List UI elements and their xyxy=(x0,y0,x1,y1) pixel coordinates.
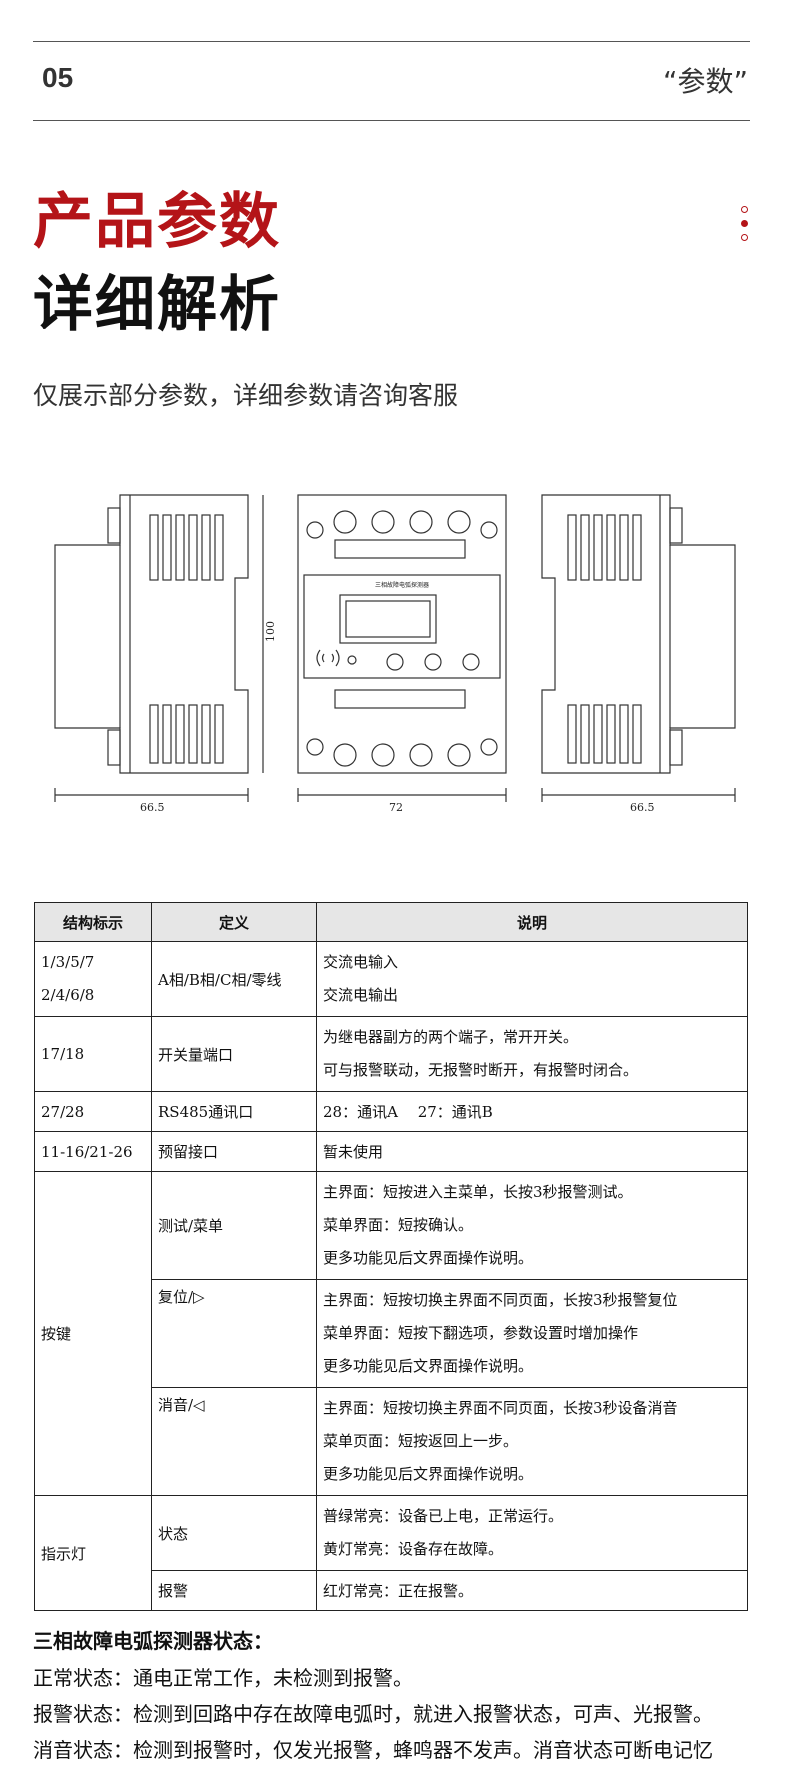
row-definition: 状态 xyxy=(151,1495,317,1571)
row-id: 1/3/5/7 2/4/6/8 xyxy=(34,941,152,1017)
table-header-row: 结构标示 定义 说明 xyxy=(34,902,748,942)
group-label-lights: 指示灯 xyxy=(34,1495,152,1611)
row-id-line: 1/3/5/7 xyxy=(41,953,95,971)
top-divider xyxy=(33,41,750,42)
dim-left-width: 66.5 xyxy=(140,801,165,814)
left-vent-top xyxy=(149,514,224,581)
pager-dots xyxy=(741,206,751,248)
right-vent-bottom xyxy=(567,704,642,764)
button-test-menu xyxy=(386,653,404,671)
left-side-view xyxy=(54,494,264,802)
status-line: 正常状态：通电正常工作，未检测到报警。 xyxy=(33,1666,413,1690)
table-row: 报警 红灯常亮：正在报警。 xyxy=(35,1570,748,1611)
status-line: 报警状态：检测到回路中存在故障电弧时，就进入报警状态，可声、光报警。 xyxy=(33,1702,713,1726)
left-vent-bottom xyxy=(149,704,224,764)
table-row: 11-16/21-26 预留接口 暂未使用 xyxy=(34,1131,748,1172)
row-description: 暂未使用 xyxy=(316,1131,748,1172)
column-header: 结构标示 xyxy=(34,902,152,942)
description-line: 主界面：短按切换主界面不同页面，长按3秒报警复位 xyxy=(323,1291,678,1309)
table-row: 17/18 开关量端口 为继电器副方的两个端子，常开开关。 可与报警联动，无报警… xyxy=(34,1016,748,1092)
front-panel-label: 三相故障电弧探测器 xyxy=(375,581,429,589)
product-drawings: 100 66.5 三相故障电弧探测器 72 xyxy=(54,494,736,814)
button-mute xyxy=(462,653,480,671)
row-id: 27/28 xyxy=(34,1091,152,1132)
row-description: 红灯常亮：正在报警。 xyxy=(316,1570,748,1611)
front-view xyxy=(297,494,507,802)
row-definition: A相/B相/C相/零线 xyxy=(151,941,317,1017)
row-description: 主界面：短按切换主界面不同页面，长按3秒设备消音 菜单页面：短按返回上一步。 更… xyxy=(316,1387,748,1496)
right-vent-top xyxy=(567,514,642,581)
status-section: 三相故障电弧探测器状态： 正常状态：通电正常工作，未检测到报警。 报警状态：检测… xyxy=(33,1625,713,1768)
table-row: 复位/▷ 主界面：短按切换主界面不同页面，长按3秒报警复位 菜单界面：短按下翻选… xyxy=(35,1279,748,1388)
dim-front-width: 72 xyxy=(389,801,403,814)
row-definition: 报警 xyxy=(151,1570,317,1611)
column-header: 说明 xyxy=(316,902,748,942)
description-line: 可与报警联动，无报警时断开，有报警时闭合。 xyxy=(323,1061,639,1079)
group-label-keys: 按键 xyxy=(34,1171,152,1496)
section-tag: “参数” xyxy=(662,65,748,98)
description-line: 交流电输出 xyxy=(323,986,399,1004)
title-black: 详细解析 xyxy=(33,270,281,340)
header-divider xyxy=(33,120,750,121)
description-line: 菜单页面：短按返回上一步。 xyxy=(323,1432,519,1450)
row-definition: 测试/菜单 xyxy=(151,1171,317,1280)
description-line: 菜单界面：短按确认。 xyxy=(323,1216,474,1234)
page-number: 05 xyxy=(42,62,74,93)
table-row: 消音/◁ 主界面：短按切换主界面不同页面，长按3秒设备消音 菜单页面：短按返回上… xyxy=(35,1387,748,1496)
status-title: 三相故障电弧探测器状态： xyxy=(33,1629,273,1653)
row-id: 17/18 xyxy=(34,1016,152,1092)
right-side-view xyxy=(541,494,736,802)
column-header: 定义 xyxy=(151,902,317,942)
row-id: 11-16/21-26 xyxy=(34,1131,152,1172)
description-line: 为继电器副方的两个端子，常开开关。 xyxy=(323,1028,579,1046)
description-line: 主界面：短按进入主菜单，长按3秒报警测试。 xyxy=(323,1183,633,1201)
row-description: 主界面：短按切换主界面不同页面，长按3秒报警复位 菜单界面：短按下翻选项，参数设… xyxy=(316,1279,748,1388)
subtitle: 仅展示部分参数，详细参数请咨询客服 xyxy=(33,381,459,410)
table-row: 1/3/5/7 2/4/6/8 A相/B相/C相/零线 交流电输入 交流电输出 xyxy=(34,941,748,1017)
row-definition: RS485通讯口 xyxy=(151,1091,317,1132)
pager-dot-active xyxy=(741,220,748,227)
description-line: 更多功能见后文界面操作说明。 xyxy=(323,1465,534,1483)
pager-dot xyxy=(741,206,748,213)
row-definition: 预留接口 xyxy=(151,1131,317,1172)
row-description: 普绿常亮：设备已上电，正常运行。 黄灯常亮：设备存在故障。 xyxy=(316,1495,748,1571)
row-definition: 复位/▷ xyxy=(151,1279,317,1388)
description-line: 普绿常亮：设备已上电，正常运行。 xyxy=(323,1507,564,1525)
description-line: 更多功能见后文界面操作说明。 xyxy=(323,1357,534,1375)
title-red: 产品参数 xyxy=(33,187,281,257)
description-line: 主界面：短按切换主界面不同页面，长按3秒设备消音 xyxy=(323,1399,678,1417)
table-row: 27/28 RS485通讯口 28：通讯A 27：通讯B xyxy=(34,1091,748,1132)
description-line: 黄灯常亮：设备存在故障。 xyxy=(323,1540,504,1558)
description-line: 菜单界面：短按下翻选项，参数设置时增加操作 xyxy=(323,1324,639,1342)
row-definition: 开关量端口 xyxy=(151,1016,317,1092)
row-description: 交流电输入 交流电输出 xyxy=(316,941,748,1017)
button-reset xyxy=(424,653,442,671)
lcd-screen xyxy=(339,594,437,644)
description-line: 交流电输入 xyxy=(323,953,399,971)
table-row: 按键 测试/菜单 主界面：短按进入主菜单，长按3秒报警测试。 菜单界面：短按确认… xyxy=(34,1171,748,1496)
row-id-line: 2/4/6/8 xyxy=(41,986,95,1004)
status-line: 消音状态：检测到报警时，仅发光报警，蜂鸣器不发声。消音状态可断电记忆 xyxy=(33,1738,713,1762)
description-line: 更多功能见后文界面操作说明。 xyxy=(323,1249,534,1267)
dim-height: 100 xyxy=(264,621,277,642)
row-description: 主界面：短按进入主菜单，长按3秒报警测试。 菜单界面：短按确认。 更多功能见后文… xyxy=(316,1171,748,1280)
row-definition: 消音/◁ xyxy=(151,1387,317,1496)
table-row: 指示灯 状态 普绿常亮：设备已上电，正常运行。 黄灯常亮：设备存在故障。 xyxy=(34,1495,748,1611)
row-description: 28：通讯A 27：通讯B xyxy=(316,1091,748,1132)
spec-table: 结构标示 定义 说明 1/3/5/7 2/4/6/8 A相/B相/C相/零线 交… xyxy=(34,902,748,1611)
indicator-led xyxy=(347,655,357,665)
row-description: 为继电器副方的两个端子，常开开关。 可与报警联动，无报警时断开，有报警时闭合。 xyxy=(316,1016,748,1092)
pager-dot xyxy=(741,234,748,241)
dim-right-width: 66.5 xyxy=(630,801,655,814)
